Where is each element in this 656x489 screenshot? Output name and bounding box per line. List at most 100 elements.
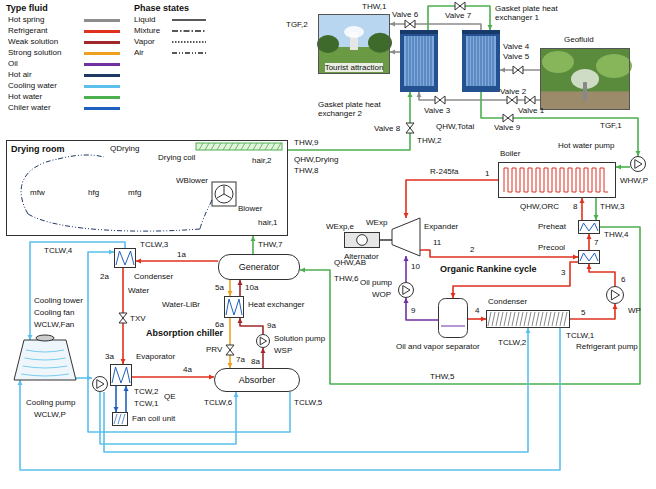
shape-art — [398, 282, 414, 298]
pump-arrow — [403, 286, 410, 295]
annotation-label: TGF,1 — [600, 121, 622, 130]
shape-art — [498, 162, 616, 198]
valve-symbol — [435, 96, 445, 104]
valve-symbol — [405, 20, 415, 28]
legend-label: Cooling water — [8, 81, 57, 90]
shape-art — [112, 412, 128, 426]
plate-rib — [472, 36, 473, 86]
legend-swatch — [84, 74, 120, 77]
arrow-head — [300, 268, 305, 273]
pressure-reducing-valve — [226, 345, 234, 355]
annotation-label: mfg — [128, 188, 141, 197]
annotation-label: TCLW,3 — [140, 240, 168, 249]
photo-leaves — [596, 54, 632, 78]
legend-swatch — [84, 52, 120, 55]
arrow-head — [526, 328, 531, 333]
legend-label: Vapor — [134, 37, 155, 46]
plate-rib — [487, 36, 488, 86]
annotation-label: WCLW,P — [34, 410, 66, 419]
shape-art — [114, 248, 136, 268]
legend-label: Mixture — [134, 26, 160, 35]
node-label: Condenser — [134, 272, 173, 281]
arrow-head — [124, 386, 129, 391]
pipe-line — [229, 318, 231, 368]
hatch-lines — [114, 414, 125, 424]
valve-symbol — [406, 123, 414, 133]
node-label: Expander — [424, 222, 458, 231]
plate-heat-exchanger: Gasket plate heat exchanger 2 — [400, 30, 438, 92]
heat-exchanger-shell — [225, 297, 244, 318]
shape-art — [578, 220, 600, 234]
annotation-label: WExp — [366, 218, 387, 227]
pipe-line — [300, 227, 640, 384]
blower-fan — [215, 185, 233, 203]
legend-label: Chiler water — [8, 103, 51, 112]
pipe-line — [406, 298, 438, 320]
air-flow — [28, 214, 200, 231]
node-label: Absorber — [239, 375, 276, 385]
annotation-label: THW,9 — [294, 138, 318, 147]
plate-rib — [490, 36, 491, 86]
air-flow — [200, 200, 212, 229]
annotation-label: QHW,Drying — [294, 155, 338, 164]
pump-symbol — [399, 283, 414, 298]
pipe-line — [132, 376, 214, 378]
photo-frame — [319, 15, 390, 74]
annotation-label: Cooling fan — [34, 308, 74, 317]
node-label: Solution pump — [274, 334, 325, 343]
hatch-lines — [488, 312, 567, 326]
pipe-connector — [124, 386, 129, 412]
legend-label: Oil — [8, 59, 18, 68]
heat-exchanger-shell — [579, 221, 600, 234]
annotation-label: Water-LiBr — [162, 300, 200, 309]
pipe-connector — [428, 6, 493, 30]
pipe-connector — [594, 198, 599, 220]
annotation-label: Valve 3 — [424, 106, 450, 115]
node-label: Oil pump — [360, 278, 392, 287]
photo-tree — [368, 33, 392, 53]
tower-fill — [26, 350, 64, 352]
plate-rib — [493, 36, 494, 86]
heat-exchanger-coil — [580, 223, 598, 231]
heat-exchanger-coil — [116, 251, 134, 265]
legend-label: Refrigerant — [8, 26, 48, 35]
plate-heat-exchanger: Gasket plate heat exchanger 1 — [462, 30, 500, 92]
arrow-head — [636, 151, 641, 156]
pipe-line — [100, 392, 236, 444]
node-label: Condenser — [488, 297, 527, 306]
state-point-number: 6 — [620, 275, 626, 284]
pipe-connector — [100, 392, 239, 444]
annotation-label: hair,1 — [258, 218, 278, 227]
pipe-connector — [587, 264, 616, 286]
arrow-head — [587, 234, 592, 239]
pump-arrow — [611, 290, 619, 300]
legend-swatch — [84, 63, 120, 66]
blower-blades — [217, 186, 231, 198]
arrow-head — [238, 318, 243, 323]
drying-coil-hatch — [199, 143, 281, 150]
arrow-head — [573, 255, 578, 260]
boiler-shell — [499, 163, 616, 198]
boiler-coil — [504, 168, 608, 192]
plate-rib — [425, 36, 426, 86]
heat-exchanger-shell — [111, 365, 132, 386]
pipe-line — [390, 24, 481, 30]
shape-art — [606, 286, 624, 304]
pump-arrow — [635, 160, 642, 169]
fan-coil-unit: Fan coil unit — [112, 412, 128, 426]
annotation-label: Valve 7 — [445, 11, 471, 20]
state-point-number: 8a — [250, 357, 261, 366]
annotation-label: QHW,AB — [334, 258, 366, 267]
annotation-label: Absorption chiller — [146, 328, 223, 338]
valve-symbol — [503, 114, 513, 122]
legend-swatch — [84, 107, 120, 110]
annotation-label: hair,2 — [252, 156, 272, 165]
hatched-body — [487, 311, 570, 328]
phase-sample — [172, 52, 206, 53]
heat-exchanger-shell — [115, 249, 136, 268]
refrigerant-pump: Refrigerant pump — [606, 286, 624, 304]
annotation-label: TCW,1 — [134, 399, 158, 408]
annotation-label: WOP — [372, 290, 391, 299]
legend-label: Hot water — [8, 92, 42, 101]
